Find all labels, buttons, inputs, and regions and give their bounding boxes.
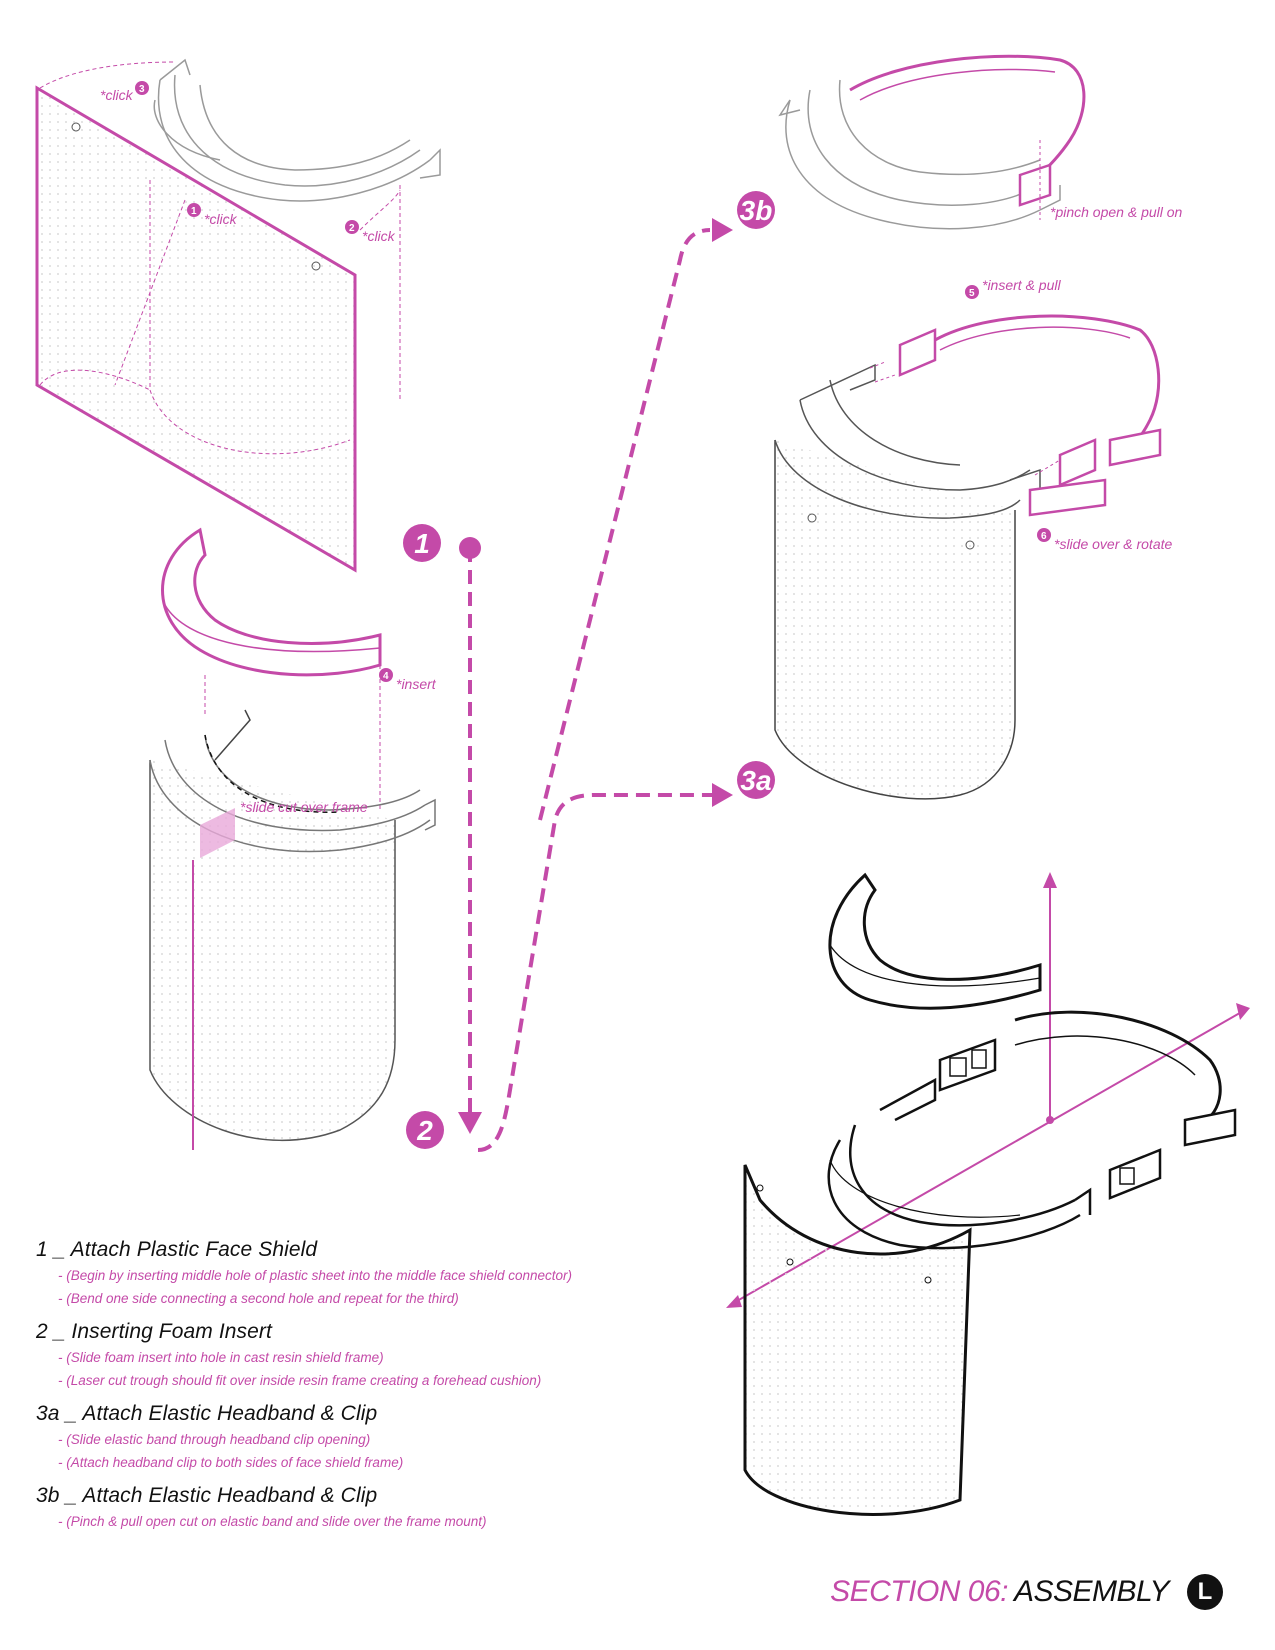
step1-illustration: *click 3 1 *click 2 *click (35, 58, 441, 573)
callout-3-label: *click (100, 87, 134, 103)
section-title: ASSEMBLY (1014, 1575, 1169, 1608)
step-marker-3a-label: 3a (740, 765, 771, 796)
step-1-note-1: - (Begin by inserting middle hole of pla… (58, 1268, 573, 1283)
arrowhead-down (458, 1112, 482, 1134)
callout-3-badge (135, 81, 149, 95)
step-marker-2: 2 (406, 1111, 444, 1149)
callout-5-label: *insert & pull (982, 277, 1061, 293)
step-3a-note-1: - (Slide elastic band through headband c… (58, 1432, 371, 1447)
slide-cut-label: *slide cut over frame (240, 799, 368, 815)
callout-4-label: *insert (396, 676, 437, 692)
step-marker-3b-label: 3b (740, 195, 773, 226)
arrowhead-3a (712, 783, 733, 807)
foam-insert-exploded (828, 872, 1042, 1010)
callout-2-label: *click (362, 228, 396, 244)
step3b-illustration: *pinch open & pull on (778, 54, 1183, 230)
step3a-illustration: 5 *insert & pull 6 *slide over & rotate (774, 277, 1172, 800)
step-2: 2 _ Inserting Foam Insert - (Slide foam … (36, 1320, 676, 1388)
step-3b-note-1: - (Pinch & pull open cut on elastic band… (58, 1514, 487, 1529)
step-marker-2-label: 2 (416, 1115, 433, 1146)
section-number: SECTION 06: (830, 1575, 1009, 1608)
plastic-sheet (35, 85, 357, 573)
callout-6-badge (1037, 528, 1051, 542)
plastic-sheet-exploded (743, 1164, 972, 1516)
callout-2-num: 2 (349, 223, 355, 234)
exploded-view (726, 872, 1250, 1516)
page-footer: SECTION 06: ASSEMBLY L (830, 1574, 1223, 1610)
flow-start-dot (459, 537, 481, 559)
callout-6-num: 6 (1041, 531, 1047, 542)
elastic-band-3b (849, 54, 1086, 177)
step-marker-1-label: 1 (414, 528, 430, 559)
step-1-note-2: - (Bend one side connecting a second hol… (58, 1291, 459, 1306)
step2-illustration: 4 *insert *slide cut over frame (149, 527, 437, 1150)
callout-3-num: 3 (139, 84, 145, 95)
shield-body-3a (774, 440, 1016, 800)
step-3b: 3b _ Attach Elastic Headband & Clip - (P… (36, 1484, 676, 1529)
flow-arrowheads (458, 218, 733, 1134)
flow-arrows (468, 228, 720, 1152)
step-1: 1 _ Attach Plastic Face Shield - (Begin … (36, 1238, 676, 1306)
clip-right (1028, 478, 1107, 517)
pinch-label: *pinch open & pull on (1050, 204, 1183, 220)
callout-6-label: *slide over & rotate (1054, 536, 1172, 552)
logo-icon: L (1187, 1574, 1223, 1610)
callout-5-badge (965, 285, 979, 299)
clip-right-exploded (1108, 1148, 1162, 1200)
clip-left-exploded (938, 1038, 997, 1092)
callout-5-num: 5 (969, 288, 975, 299)
step-3a: 3a _ Attach Elastic Headband & Clip - (S… (36, 1402, 676, 1470)
step-3a-title: 3a _ Attach Elastic Headband & Clip (36, 1402, 378, 1425)
instructions: 1 _ Attach Plastic Face Shield - (Begin … (36, 1238, 676, 1543)
step-2-note-1: - (Slide foam insert into hole in cast r… (58, 1350, 384, 1365)
step-2-note-2: - (Laser cut trough should fit over insi… (58, 1373, 542, 1388)
step-2-title: 2 _ Inserting Foam Insert (36, 1320, 272, 1343)
shield-body (149, 760, 396, 1142)
elastic-band-exploded (1014, 1010, 1222, 1127)
callout-2-badge (345, 220, 359, 234)
clip-top (898, 328, 937, 377)
step-3b-title: 3b _ Attach Elastic Headband & Clip (36, 1484, 378, 1507)
shield-frame-grey (153, 58, 441, 202)
step-marker-3b: 3b (737, 191, 775, 229)
callout-4-num: 4 (383, 671, 389, 682)
step-3a-note-2: - (Attach headband clip to both sides of… (58, 1455, 404, 1470)
step-1-title: 1 _ Attach Plastic Face Shield (36, 1238, 318, 1261)
callout-4-badge (379, 668, 393, 682)
callout-1-label: *click (204, 211, 238, 227)
callout-1-badge (187, 203, 201, 217)
callout-1-num: 1 (191, 206, 197, 217)
arrowhead-3b (712, 218, 733, 242)
step-marker-1: 1 (403, 524, 441, 562)
step-marker-3a: 3a (737, 761, 775, 799)
